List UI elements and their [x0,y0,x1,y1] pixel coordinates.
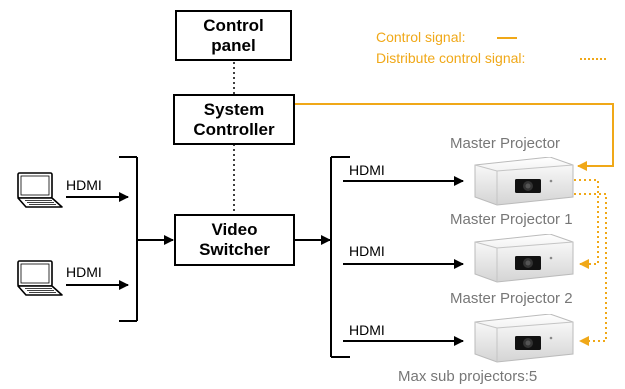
control-panel-box: Control panel [175,10,292,61]
output-hdmi-label-2: HDMI [349,243,385,259]
laptop-icon-2 [17,260,63,296]
input-hdmi-label-1: HDMI [66,177,102,193]
projector-caption-master: Master Projector [450,135,561,152]
projector-caption-1: Master Projector 1 [450,211,573,228]
output-hdmi-label-1: HDMI [349,162,385,178]
projector-caption-2: Master Projector 2 [450,290,573,307]
video-switcher-box: Video Switcher [174,214,295,266]
laptop-icon-1 [17,172,63,208]
system-controller-box: System Controller [173,94,295,145]
input-hdmi-label-2: HDMI [66,264,102,280]
projector-icon-3 [474,314,574,363]
output-hdmi-label-3: HDMI [349,322,385,338]
max-sub-projectors-note: Max sub projectors:5 [398,368,538,385]
projector-icon-1 [474,157,574,206]
legend-distribute-signal: Distribute control signal: [376,50,526,66]
legend-control-signal: Control signal: [376,29,466,45]
projector-icon-2 [474,234,574,283]
